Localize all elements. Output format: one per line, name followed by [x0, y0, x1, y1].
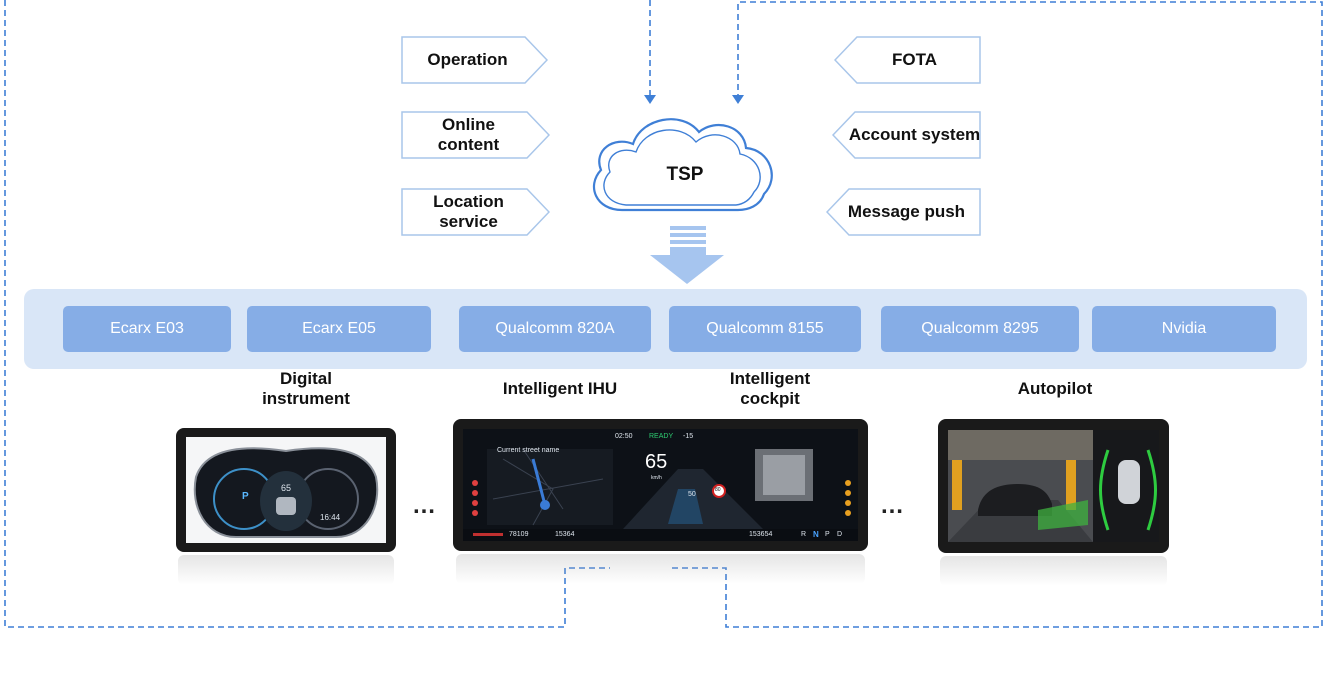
arrow-shape-left [832, 111, 981, 159]
label-intelligent-ihu: Intelligent IHU [502, 379, 618, 398]
service-label: Message push [847, 202, 966, 221]
service-label: Account system [848, 125, 981, 144]
cockpit-gear-p: P [825, 531, 830, 538]
tsp-label: TSP [666, 164, 704, 185]
ellipsis-right: … [880, 492, 905, 519]
service-label: Online content [437, 115, 500, 154]
arrowhead-left [644, 95, 656, 104]
cockpit-display: Current street name 02:50 READY -15 65 k… [463, 429, 858, 541]
chip-qualcomm-820a: Qualcomm 820A [459, 306, 651, 352]
ellipsis-left: … [412, 492, 437, 519]
cockpit-status: READY [649, 433, 674, 440]
cockpit-gear-r: R [801, 531, 807, 538]
intelligent-cockpit-screen: Current street name 02:50 READY -15 65 k… [453, 419, 868, 551]
autopilot-screen [938, 419, 1169, 553]
service-label: Operation [427, 50, 508, 69]
digital-instrument-screen: 65 P 16:44 [176, 428, 396, 552]
cockpit-limit: 80 [715, 487, 721, 493]
service-account-system: Account system [832, 111, 981, 159]
cluster-graphic [193, 447, 379, 538]
service-fota: FOTA [834, 36, 981, 84]
service-label: Location service [433, 192, 504, 231]
arrowhead-right [732, 95, 744, 104]
chip-ecarx-e03: Ecarx E03 [63, 306, 231, 352]
arrow-shape-left [826, 188, 981, 236]
chip-qualcomm-8155: Qualcomm 8155 [669, 306, 861, 352]
service-operation: Operation [401, 36, 548, 84]
cockpit-dist: 50 [688, 491, 696, 498]
arrow-shape-left [834, 36, 981, 84]
cluster-speed: 65 [281, 483, 292, 493]
cockpit-speed-unit: km/h [651, 475, 662, 481]
chip-nvidia: Nvidia [1092, 306, 1276, 352]
cockpit-reflection [456, 554, 865, 584]
arrow-shape-right [401, 36, 548, 84]
down-arrow [650, 226, 724, 284]
cockpit-street: Current street name [497, 447, 560, 454]
autopilot-display [948, 430, 1159, 542]
cockpit-trip: 15364 [555, 531, 575, 538]
cockpit-gear-n: N [813, 530, 819, 539]
dashed-frame-right [672, 1, 1323, 628]
label-digital-instrument: Digital instrument [262, 369, 350, 408]
service-location-service: Location service [401, 188, 550, 236]
digital-instrument-reflection [178, 555, 394, 585]
cockpit-temp: -15 [683, 433, 694, 440]
service-online-content: Online content [401, 111, 550, 159]
autopilot-reflection [940, 556, 1167, 586]
cloud-outline [592, 118, 773, 212]
cockpit-clock: 02:50 [615, 433, 633, 440]
cockpit-speed: 65 [645, 451, 668, 473]
chip-qualcomm-8295: Qualcomm 8295 [881, 306, 1079, 352]
arrow-shape-right [401, 111, 550, 159]
label-autopilot: Autopilot [1017, 379, 1093, 398]
label-intelligent-cockpit: Intelligent cockpit [729, 369, 811, 408]
cockpit-graphic [463, 429, 858, 541]
digital-instrument-display: 65 P 16:44 [186, 437, 386, 543]
dashed-frame-left [4, 0, 610, 628]
arrow-shape-right [401, 188, 550, 236]
cockpit-gear-d: D [837, 531, 843, 538]
cockpit-total: 153654 [749, 531, 773, 538]
service-label: FOTA [891, 50, 937, 69]
service-message-push: Message push [826, 188, 981, 236]
cluster-time: 16:44 [320, 513, 341, 522]
cluster-gear: P [242, 491, 249, 502]
cockpit-odo: 78109 [509, 531, 529, 538]
chip-ecarx-e05: Ecarx E05 [247, 306, 431, 352]
autopilot-graphic [948, 430, 1159, 542]
